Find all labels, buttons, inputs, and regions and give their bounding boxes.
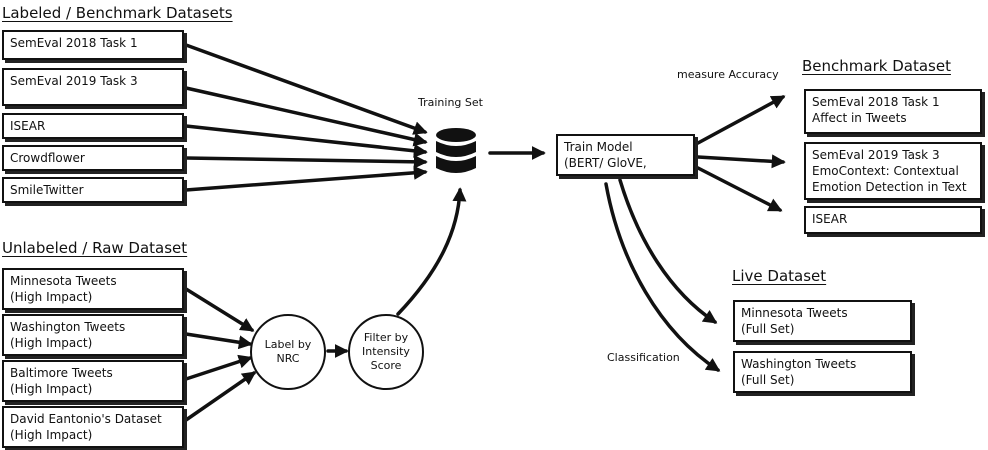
measure-accuracy-label: measure Accuracy — [677, 68, 779, 81]
dataset-name: ISEAR — [812, 212, 848, 226]
benchmark-dataset-isear: ISEAR — [804, 206, 982, 234]
arrow-isear-to-training — [184, 124, 428, 158]
node-label: Filter by — [363, 331, 409, 344]
node-label: NRC — [276, 352, 300, 365]
arrow-minnesota-to-label — [184, 287, 255, 332]
node-label: Score — [370, 359, 402, 372]
raw-dataset-minnesota: Minnesota Tweets (High Impact) — [2, 268, 184, 310]
arrow-david-to-label — [184, 371, 257, 422]
dataset-note: (High Impact) — [10, 336, 93, 350]
raw-dataset-david-eantonio: David Eantonio's Dataset (High Impact) — [2, 406, 184, 448]
dataset-name: Minnesota Tweets — [741, 306, 848, 320]
labeled-dataset-semeval-2019: SemEval 2019 Task 3 — [2, 68, 184, 106]
dataset-note: (High Impact) — [10, 382, 93, 396]
raw-dataset-baltimore: Baltimore Tweets (High Impact) — [2, 360, 184, 402]
dataset-name: Washington Tweets — [10, 320, 126, 334]
labeled-dataset-smiletwitter: SmileTwitter — [2, 177, 184, 203]
benchmark-heading: Benchmark Dataset — [802, 57, 951, 75]
arrow-crowdflower-to-training — [184, 154, 428, 169]
dataset-note: (High Impact) — [10, 428, 93, 442]
dataset-name: ISEAR — [10, 119, 46, 133]
node-label: Intensity — [362, 345, 410, 358]
live-heading: Live Dataset — [732, 267, 827, 285]
dataset-name: David Eantonio's Dataset — [10, 412, 162, 426]
benchmark-dataset-semeval-2019: SemEval 2019 Task 3 EmoContext: Contextu… — [804, 142, 982, 200]
dataset-name: SemEval 2019 Task 3 — [812, 148, 940, 162]
dataset-name: SemEval 2019 Task 3 — [10, 74, 138, 88]
train-model-box: Train Model (BERT/ GloVE, — [556, 134, 695, 176]
arrow-model-to-live-minnesota — [618, 178, 718, 324]
arrow-model-to-live-washington — [604, 182, 721, 372]
dataset-note: (High Impact) — [10, 290, 93, 304]
dataset-name: SmileTwitter — [10, 183, 84, 197]
label-by-nrc-node: Label by NRC — [250, 314, 326, 390]
arrow-smiletwitter-to-training — [184, 165, 428, 192]
node-label: Label by — [264, 338, 312, 351]
filter-by-intensity-node: Filter by Intensity Score — [348, 314, 424, 390]
arrow-model-to-benchmark-isear — [696, 166, 783, 212]
benchmark-dataset-semeval-2018: SemEval 2018 Task 1 Affect in Tweets — [804, 89, 982, 134]
labeled-dataset-isear: ISEAR — [2, 113, 184, 139]
dataset-name: Baltimore Tweets — [10, 366, 113, 380]
database-icon — [436, 128, 476, 173]
arrow-semeval2018-to-training — [184, 43, 428, 135]
dataset-note: (Full Set) — [741, 322, 795, 336]
raw-dataset-washington: Washington Tweets (High Impact) — [2, 314, 184, 356]
live-dataset-minnesota: Minnesota Tweets (Full Set) — [733, 300, 912, 342]
labeled-dataset-semeval-2018: SemEval 2018 Task 1 — [2, 30, 184, 60]
arrow-semeval2019-to-training — [184, 86, 428, 147]
dataset-note: Affect in Tweets — [812, 111, 907, 125]
dataset-name: Crowdflower — [10, 151, 85, 165]
dataset-name: Washington Tweets — [741, 357, 857, 371]
unlabeled-heading: Unlabeled / Raw Dataset — [2, 239, 188, 257]
train-model-line: (BERT/ GloVE, — [564, 156, 647, 170]
dataset-note: EmoContext: Contextual — [812, 164, 959, 178]
dataset-note: Emotion Detection in Text — [812, 180, 967, 194]
arrow-filter-to-training — [396, 187, 467, 316]
dataset-name: SemEval 2018 Task 1 — [812, 95, 940, 109]
live-dataset-washington: Washington Tweets (Full Set) — [733, 351, 912, 393]
arrow-model-to-benchmark-2019 — [696, 154, 786, 169]
training-set-label: Training Set — [418, 96, 483, 109]
dataset-name: Minnesota Tweets — [10, 274, 117, 288]
labeled-dataset-crowdflower: Crowdflower — [2, 145, 184, 171]
labeled-heading: Labeled / Benchmark Datasets — [2, 4, 233, 22]
dataset-note: (Full Set) — [741, 373, 795, 387]
arrow-model-to-benchmark-2018 — [696, 95, 786, 145]
classification-label: Classification — [607, 351, 680, 364]
dataset-name: SemEval 2018 Task 1 — [10, 36, 138, 50]
arrow-washington-to-label — [184, 332, 253, 350]
train-model-line: Train Model — [564, 140, 633, 154]
arrow-baltimore-to-label — [184, 354, 253, 381]
